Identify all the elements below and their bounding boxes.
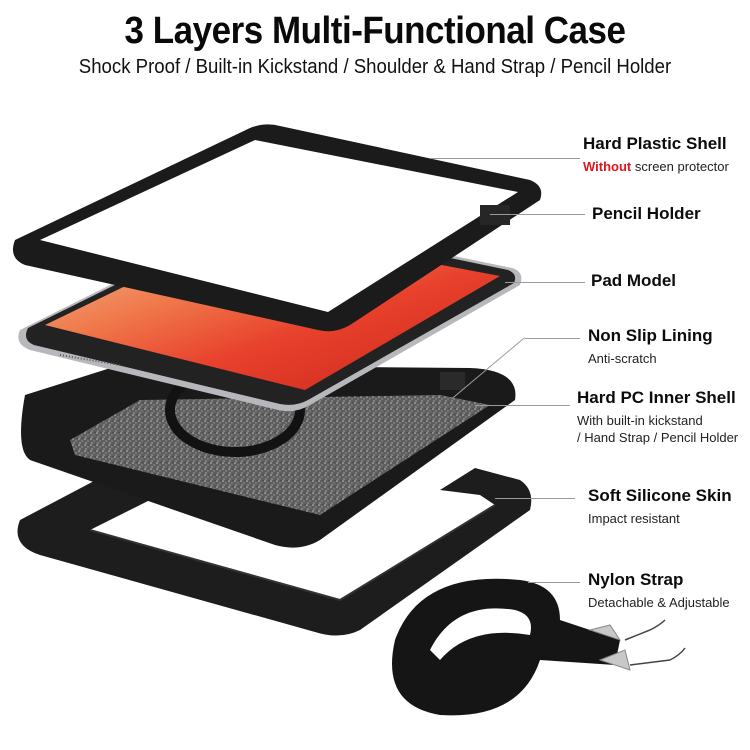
- callout-soft-silicone-skin: Soft Silicone Skin Impact resistant: [588, 486, 732, 527]
- callout-non-slip-lining: Non Slip Lining Anti-scratch: [588, 326, 713, 367]
- leader-pencil-holder: [490, 214, 585, 215]
- callout-detail: Detachable & Adjustable: [588, 595, 730, 610]
- callout-title: Hard Plastic Shell: [583, 134, 727, 153]
- nylon-strap-layer: [392, 578, 686, 716]
- page-subtitle: Shock Proof / Built-in Kickstand / Shoul…: [78, 56, 672, 78]
- leader-non-slip-lining-h: [525, 338, 580, 339]
- leader-pad-model: [505, 282, 585, 283]
- callout-highlight: Without: [583, 159, 632, 174]
- callout-detail: Impact resistant: [588, 511, 680, 526]
- soft-silicone-skin-layer: [17, 468, 532, 636]
- callout-title: Non Slip Lining: [588, 326, 713, 345]
- callout-title: Pencil Holder: [592, 204, 701, 223]
- callout-title: Pad Model: [591, 271, 677, 290]
- callout-detail: Without screen protector: [583, 159, 729, 174]
- callout-detail: Anti-scratch: [588, 351, 657, 366]
- leader-soft-silicone-skin: [495, 498, 575, 499]
- callout-pad-model: Pad Model: [591, 271, 676, 291]
- callout-nylon-strap: Nylon Strap Detachable & Adjustable: [588, 570, 730, 611]
- hard-plastic-shell-layer: [12, 124, 542, 332]
- leader-hard-plastic-shell: [430, 158, 580, 159]
- callout-title: Nylon Strap: [588, 570, 684, 589]
- callout-pencil-holder: Pencil Holder: [592, 204, 701, 224]
- callout-detail-line1: With built-in kickstand: [577, 413, 703, 428]
- page-title: 3 Layers Multi-Functional Case: [124, 10, 626, 52]
- leader-hard-pc-inner-shell: [475, 405, 570, 406]
- callout-hard-plastic-shell: Hard Plastic Shell Without screen protec…: [583, 134, 729, 175]
- callout-title: Hard PC Inner Shell: [577, 388, 736, 407]
- leader-nylon-strap: [528, 582, 580, 583]
- callout-hard-pc-inner-shell: Hard PC Inner Shell With built-in kickst…: [577, 388, 738, 446]
- callout-title: Soft Silicone Skin: [588, 486, 732, 505]
- callout-detail-line2: / Hand Strap / Pencil Holder: [577, 430, 739, 445]
